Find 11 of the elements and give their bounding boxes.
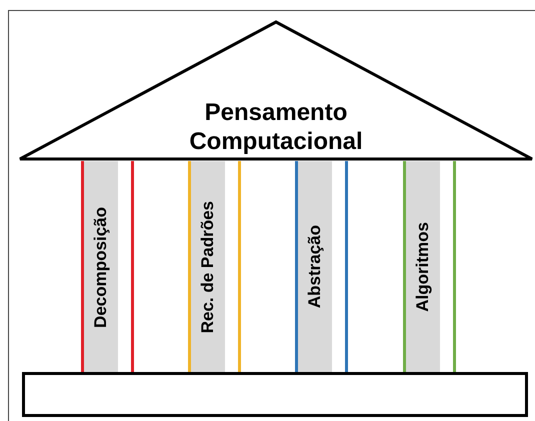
pillar: [188, 161, 241, 373]
pillar-label: Rec. de Padrões: [198, 200, 218, 334]
base-block: [22, 372, 528, 417]
pillar: [295, 161, 348, 373]
pillar: [81, 161, 134, 373]
roof-triangle: [18, 20, 534, 161]
pillar-label: Abstração: [305, 225, 325, 309]
roof-title: Pensamento Computacional: [188, 98, 364, 156]
pillar-label: Algoritmos: [413, 222, 433, 312]
pillar: [403, 161, 456, 373]
pillar-label: Decomposição: [91, 206, 111, 328]
